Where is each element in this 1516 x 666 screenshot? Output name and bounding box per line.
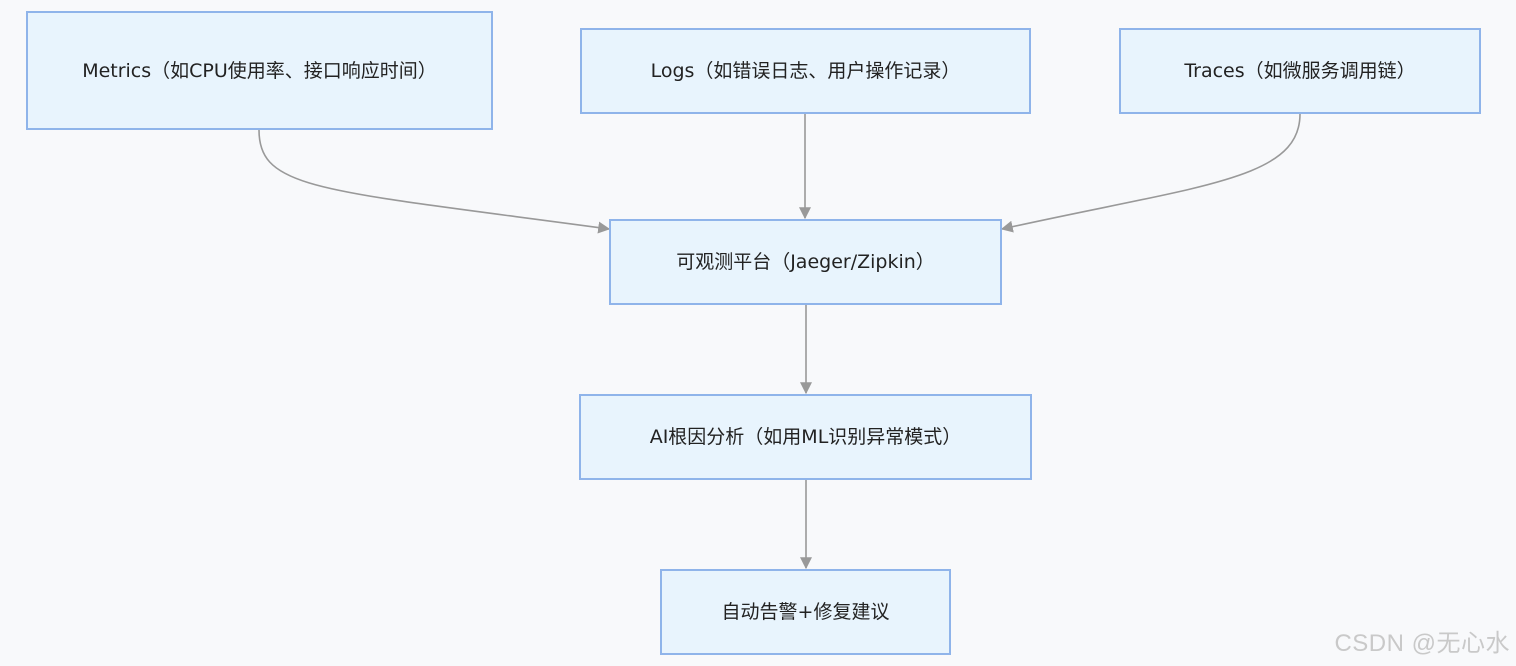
node-observability-platform: 可观测平台（Jaeger/Zipkin）: [609, 219, 1002, 305]
node-metrics: Metrics（如CPU使用率、接口响应时间）: [26, 11, 493, 130]
node-auto-alert-label: 自动告警+修复建议: [721, 601, 890, 623]
node-ai-root-cause-label: AI根因分析（如用ML识别异常模式）: [649, 426, 962, 448]
node-observability-platform-label: 可观测平台（Jaeger/Zipkin）: [676, 251, 935, 273]
node-traces-label: Traces（如微服务调用链）: [1184, 60, 1416, 82]
node-traces: Traces（如微服务调用链）: [1119, 28, 1481, 114]
node-auto-alert: 自动告警+修复建议: [660, 569, 951, 655]
node-logs-label: Logs（如错误日志、用户操作记录）: [650, 60, 961, 82]
watermark: CSDN @无心水: [1334, 630, 1510, 657]
node-ai-root-cause: AI根因分析（如用ML识别异常模式）: [579, 394, 1032, 480]
edge-traces-to-platform: [1000, 113, 1301, 233]
edge-metrics-to-platform: [258, 129, 611, 234]
node-metrics-label: Metrics（如CPU使用率、接口响应时间）: [82, 59, 437, 82]
node-logs: Logs（如错误日志、用户操作记录）: [580, 28, 1031, 114]
